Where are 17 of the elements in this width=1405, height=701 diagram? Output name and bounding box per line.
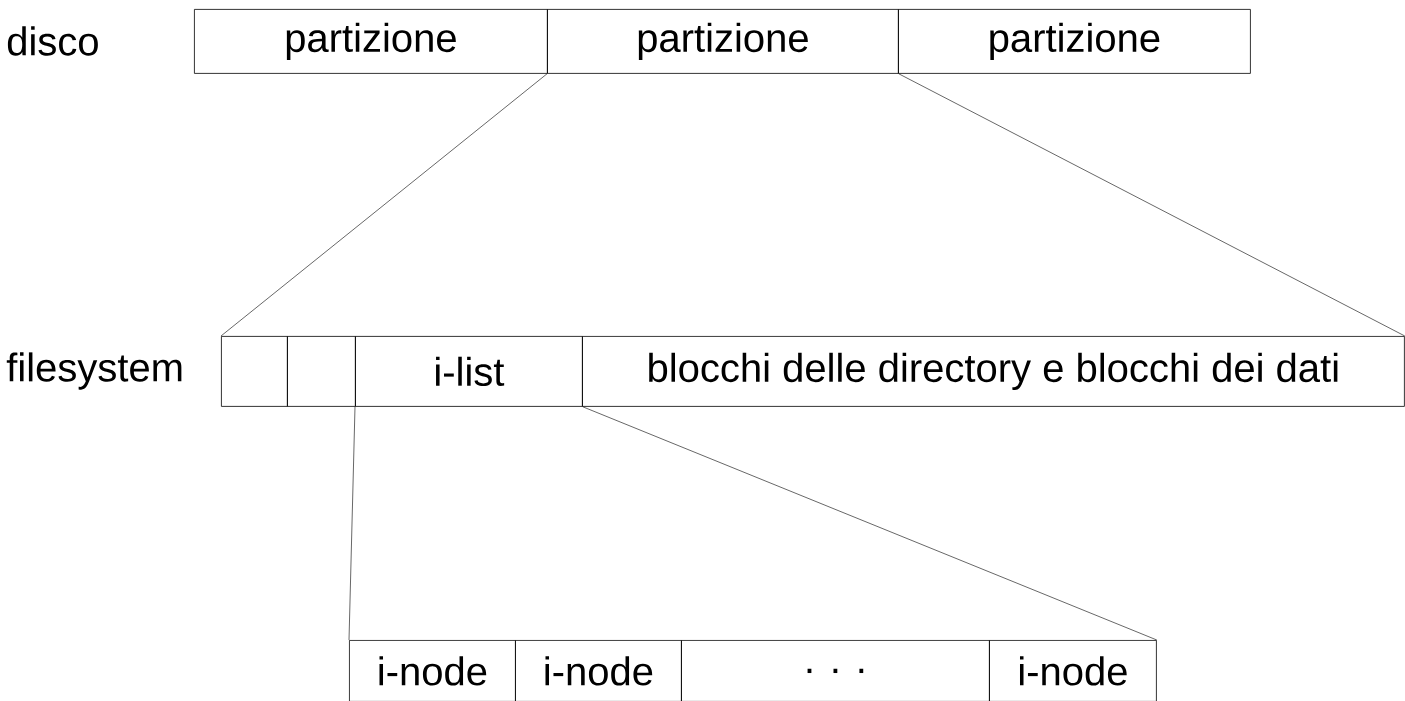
cell: partizione bbox=[194, 9, 548, 74]
row-label: disco bbox=[7, 26, 98, 56]
zoom-line bbox=[220, 73, 548, 337]
cell: i-node bbox=[515, 640, 682, 701]
cell: i-node bbox=[989, 640, 1157, 701]
cell: . . . bbox=[681, 640, 990, 701]
cell: i-node bbox=[349, 640, 516, 701]
empty-cell bbox=[221, 336, 288, 407]
cell: i-list bbox=[355, 336, 583, 407]
zoom-line bbox=[348, 406, 356, 641]
cell: partizione bbox=[898, 9, 1251, 74]
zoom-line bbox=[898, 73, 1405, 337]
zoom-line bbox=[582, 406, 1158, 641]
cell: blocchi delle directory e blocchi dei dati bbox=[582, 336, 1405, 407]
row-label: filesystem bbox=[6, 352, 182, 390]
cell: partizione bbox=[547, 9, 899, 74]
empty-cell bbox=[287, 336, 356, 407]
